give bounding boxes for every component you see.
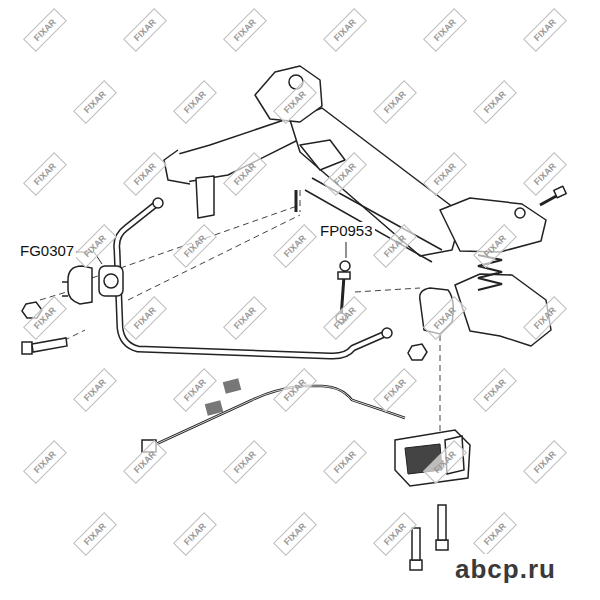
assembly-lines [40, 190, 440, 480]
part-number: FP0953 [318, 222, 375, 239]
site-logo: abcp.ru [452, 554, 559, 585]
watermark: FIXAR [523, 440, 567, 484]
watermark: FIXAR [123, 8, 167, 52]
watermark: FIXAR [173, 512, 217, 556]
watermark: FIXAR [23, 152, 67, 196]
watermark: FIXAR [323, 296, 367, 340]
watermark: FIXAR [523, 8, 567, 52]
watermark: FIXAR [73, 368, 117, 412]
watermark: FIXAR [473, 368, 517, 412]
watermark: FIXAR [23, 440, 67, 484]
watermark: FIXAR [373, 512, 417, 556]
watermark: FIXAR [123, 152, 167, 196]
watermark: FIXAR [273, 224, 317, 268]
stabilizer-bar [117, 198, 392, 356]
bolts-and-nuts [22, 302, 448, 570]
watermark: FIXAR [473, 80, 517, 124]
watermark: FIXAR [323, 8, 367, 52]
watermark: FIXAR [273, 512, 317, 556]
watermark: FIXAR [423, 8, 467, 52]
watermark: FIXAR [123, 296, 167, 340]
watermark: FIXAR [423, 152, 467, 196]
watermark: FIXAR [223, 440, 267, 484]
watermark: FIXAR [223, 296, 267, 340]
watermark: FIXAR [73, 512, 117, 556]
watermark: FIXAR [323, 440, 367, 484]
watermark: FIXAR [473, 512, 517, 556]
watermark: FIXAR [373, 80, 417, 124]
watermark: FIXAR [23, 8, 67, 52]
watermark: FIXAR [73, 80, 117, 124]
watermark: FIXAR [373, 368, 417, 412]
stabilizer-bushing [62, 266, 123, 304]
subframe [164, 66, 566, 346]
watermark: FIXAR [223, 8, 267, 52]
watermark: FIXAR [173, 80, 217, 124]
watermark: FIXAR [73, 224, 117, 268]
part-number: FG0307 [18, 242, 76, 259]
watermark: FIXAR [173, 224, 217, 268]
